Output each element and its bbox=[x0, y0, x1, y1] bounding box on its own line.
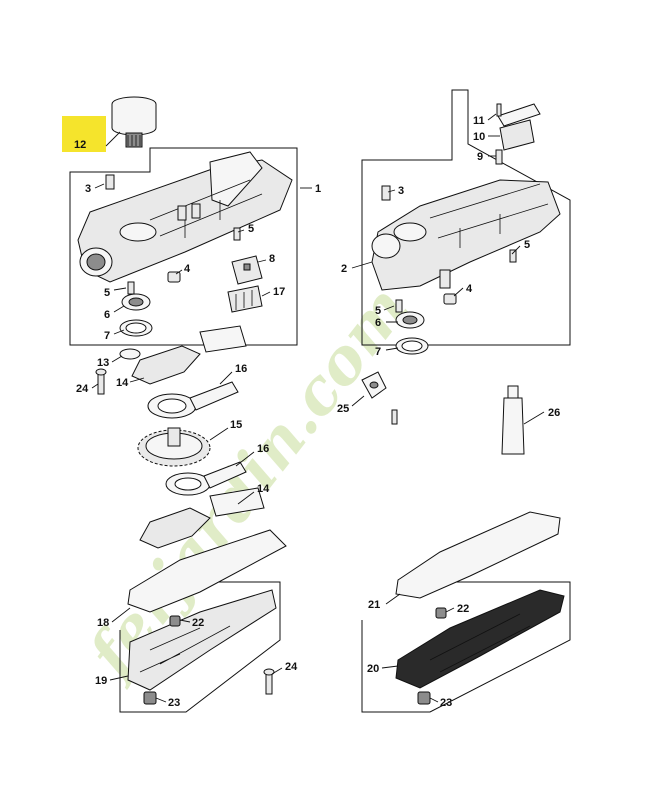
callout-labels: 1 2 3 3 4 4 5 5 5 5 6 6 7 7 8 9 10 11 12… bbox=[74, 115, 560, 709]
dowel-5-right-a bbox=[509, 249, 517, 263]
callout-7-right: 7 bbox=[375, 346, 381, 358]
needle-bush-4-left bbox=[167, 271, 181, 283]
dowel-9 bbox=[495, 149, 503, 165]
right-base-frame bbox=[361, 581, 571, 713]
plug-22-left bbox=[169, 615, 181, 627]
callout-7-left: 7 bbox=[104, 330, 110, 342]
gear-cover-19 bbox=[127, 589, 277, 691]
gear-cover-20 bbox=[395, 589, 565, 689]
callout-10: 10 bbox=[473, 131, 485, 143]
callout-12: 12 bbox=[74, 139, 86, 151]
connecting-rod-16-bottom bbox=[165, 461, 247, 496]
callout-11: 11 bbox=[473, 115, 485, 127]
ball-bearing-6-left bbox=[121, 293, 151, 311]
screw-24-top bbox=[95, 368, 107, 395]
callout-16-top: 16 bbox=[235, 363, 247, 375]
connecting-rod-16-top bbox=[147, 381, 239, 419]
dowel-5-right-b bbox=[395, 299, 403, 313]
washer-13 bbox=[119, 348, 141, 360]
callout-23-right: 23 bbox=[440, 697, 452, 709]
callout-23-left: 23 bbox=[168, 697, 180, 709]
callout-15: 15 bbox=[230, 419, 242, 431]
bracket-25 bbox=[361, 371, 398, 425]
callout-20: 20 bbox=[367, 663, 379, 675]
callout-3-left: 3 bbox=[85, 183, 91, 195]
dowel-5-left-b bbox=[127, 281, 135, 295]
callout-6-left: 6 bbox=[104, 309, 110, 321]
callout-5-right-a: 5 bbox=[524, 239, 530, 251]
callout-24-bottom: 24 bbox=[285, 661, 298, 673]
gear-housing-1 bbox=[77, 151, 293, 283]
gasket-21 bbox=[395, 511, 561, 599]
callout-4-right: 4 bbox=[466, 283, 473, 295]
sleeve-3-left bbox=[105, 174, 115, 190]
callout-4-left: 4 bbox=[184, 263, 191, 275]
callout-2: 2 bbox=[341, 263, 347, 275]
callout-24-top: 24 bbox=[76, 383, 89, 395]
watermark: ferjardin.com bbox=[72, 272, 423, 692]
callout-14-top: 14 bbox=[116, 377, 129, 389]
contact-part-8 bbox=[231, 255, 263, 285]
ball-bearing-6-right bbox=[395, 311, 425, 329]
needle-bush-4-right bbox=[443, 293, 457, 305]
callout-13: 13 bbox=[97, 357, 109, 369]
highlight-box-12 bbox=[62, 116, 106, 152]
sealing-ring-7-right bbox=[395, 337, 429, 355]
callout-3-right: 3 bbox=[398, 185, 404, 197]
dowel-5-left-a bbox=[233, 227, 241, 241]
cam-plate-14-top bbox=[131, 325, 247, 385]
cover-10 bbox=[499, 119, 535, 151]
callout-22-right: 22 bbox=[457, 603, 469, 615]
pinion-gear-12 bbox=[111, 96, 157, 148]
callout-5-left-b: 5 bbox=[104, 287, 110, 299]
left-gearbox-frame bbox=[69, 147, 298, 346]
leader-lines bbox=[91, 113, 545, 703]
callout-17: 17 bbox=[273, 286, 285, 298]
screw-11 bbox=[496, 103, 502, 117]
gasket-11 bbox=[497, 103, 541, 127]
plug-22-right bbox=[435, 607, 447, 619]
callout-16-bottom: 16 bbox=[257, 443, 269, 455]
callout-5-right-b: 5 bbox=[375, 305, 381, 317]
callout-5-left-a: 5 bbox=[248, 223, 254, 235]
callout-1: 1 bbox=[315, 183, 321, 195]
callout-22-left: 22 bbox=[192, 617, 204, 629]
spur-gear-15 bbox=[137, 427, 211, 467]
callout-6-right: 6 bbox=[375, 317, 381, 329]
plug-23-left bbox=[143, 691, 157, 705]
left-base-frame bbox=[119, 581, 281, 713]
gear-housing-2 bbox=[371, 179, 561, 291]
callout-8: 8 bbox=[269, 253, 275, 265]
connector-17 bbox=[227, 285, 263, 313]
screw-24-bottom bbox=[263, 668, 275, 695]
gasket-18 bbox=[127, 529, 287, 613]
sleeve-3-right bbox=[381, 185, 391, 201]
grease-tube-26 bbox=[501, 385, 525, 455]
sealing-ring-7-left bbox=[119, 319, 153, 337]
callout-25: 25 bbox=[337, 403, 349, 415]
right-gearbox-frame bbox=[361, 89, 571, 346]
callout-19: 19 bbox=[95, 675, 107, 687]
callout-18: 18 bbox=[97, 617, 109, 629]
callout-14-bottom: 14 bbox=[257, 483, 270, 495]
plug-23-right bbox=[417, 691, 431, 705]
callout-9: 9 bbox=[477, 151, 483, 163]
callout-21: 21 bbox=[368, 599, 380, 611]
svg-text:ferjardin.com: ferjardin.com bbox=[72, 272, 423, 692]
callout-26: 26 bbox=[548, 407, 560, 419]
